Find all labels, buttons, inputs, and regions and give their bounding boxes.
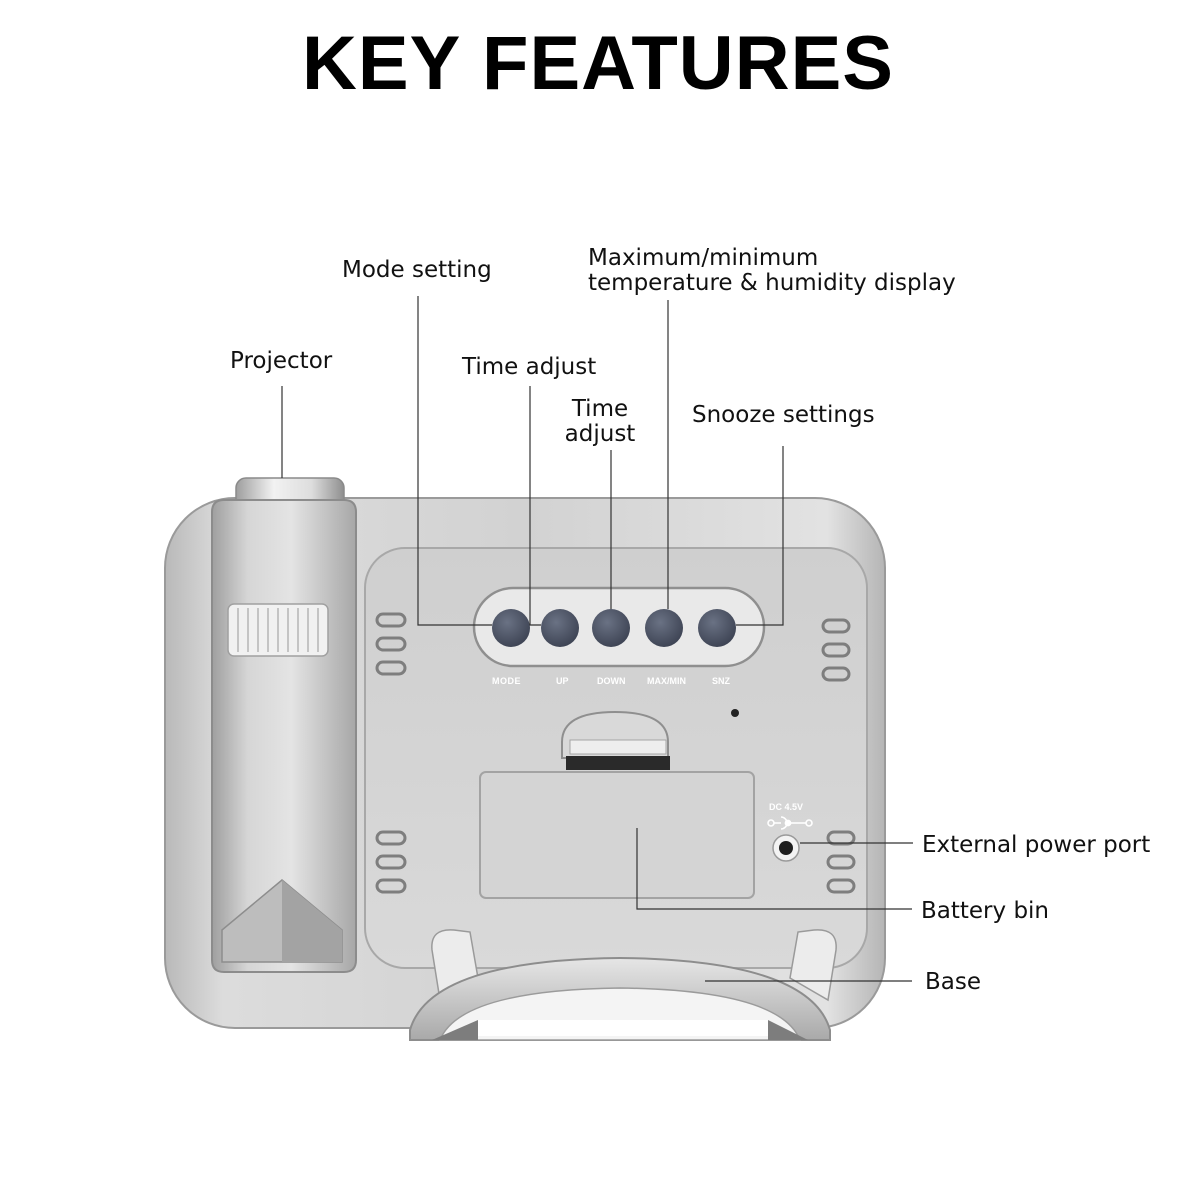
down-button xyxy=(592,609,630,647)
max-min-button xyxy=(645,609,683,647)
label-max-min-line1: Maximum/minimum xyxy=(588,245,819,271)
label-time-adjust-down-line1: Time xyxy=(571,396,629,422)
page-title: KEY FEATURES xyxy=(302,21,894,106)
callout-lines xyxy=(281,296,913,982)
reset-hole xyxy=(731,709,739,717)
mode-button xyxy=(492,609,530,647)
battery-bin-cover xyxy=(479,771,755,899)
label-max-min-line2: temperature & humidity display xyxy=(588,270,956,296)
vent-slots-left xyxy=(375,612,407,894)
up-button xyxy=(541,609,579,647)
label-time-adjust-up: Time adjust xyxy=(462,354,597,380)
label-mode-setting: Mode setting xyxy=(342,257,492,283)
button-label-mode: MODE xyxy=(492,676,521,686)
label-projector: Projector xyxy=(230,348,333,374)
label-snooze-settings: Snooze settings xyxy=(692,402,875,428)
battery-latch xyxy=(561,710,670,770)
projector-arm xyxy=(211,477,357,973)
button-label-up: UP xyxy=(556,676,569,686)
dc-port-label: DC 4.5V xyxy=(769,802,804,812)
stand-base xyxy=(409,929,837,1041)
vent-slots-right xyxy=(821,618,856,894)
label-base: Base xyxy=(925,969,982,995)
label-time-adjust-down-line2: adjust xyxy=(564,421,636,447)
button-label-snz: SNZ xyxy=(712,676,730,686)
snooze-button xyxy=(698,609,736,647)
button-label-down: DOWN xyxy=(597,676,626,686)
label-battery-bin: Battery bin xyxy=(921,898,1050,924)
label-external-power-port: External power port xyxy=(922,832,1151,858)
button-bay xyxy=(472,586,766,668)
button-label-max-min: MAX/MIN xyxy=(647,676,686,686)
dc-port xyxy=(767,816,813,862)
